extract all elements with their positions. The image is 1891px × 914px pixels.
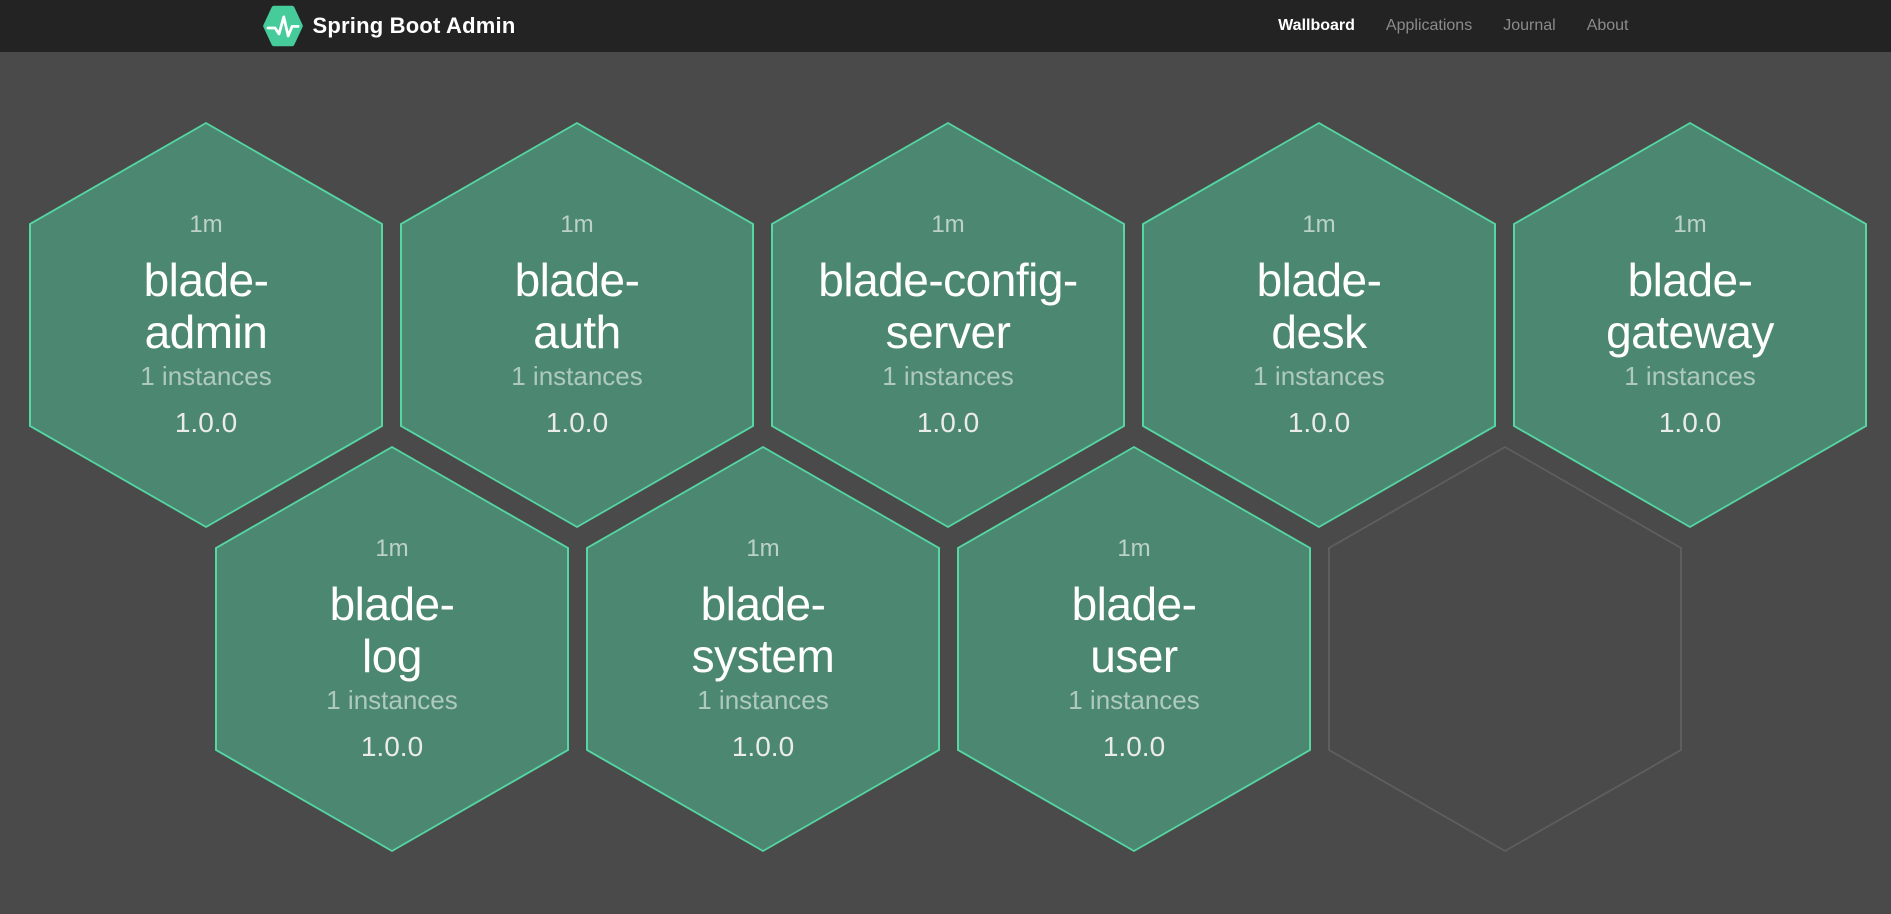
app-uptime: 1m xyxy=(189,210,223,238)
app-version: 1.0.0 xyxy=(1658,407,1722,439)
app-uptime: 1m xyxy=(1117,534,1151,562)
nav-links: Wallboard Applications Journal About xyxy=(1278,17,1628,35)
pulse-hexagon-icon xyxy=(262,5,303,47)
app-name: blade- user xyxy=(1071,577,1197,682)
app-name: blade- desk xyxy=(1256,253,1382,358)
hexagon-empty xyxy=(1328,446,1682,852)
app-version: 1.0.0 xyxy=(1102,731,1166,763)
hexagon-empty-inner xyxy=(1330,448,1680,850)
app-version: 1.0.0 xyxy=(916,407,980,439)
brand-title: Spring Boot Admin xyxy=(312,13,516,38)
app-instances: 1 instances xyxy=(697,685,829,716)
app-instances: 1 instances xyxy=(1253,361,1385,392)
app-name: blade- admin xyxy=(143,253,269,358)
app-instances: 1 instances xyxy=(1624,361,1756,392)
app-name: blade- auth xyxy=(514,253,640,358)
app-version: 1.0.0 xyxy=(1287,407,1351,439)
app-version: 1.0.0 xyxy=(731,731,795,763)
app-version: 1.0.0 xyxy=(360,731,424,763)
nav-item-wallboard[interactable]: Wallboard xyxy=(1278,17,1355,34)
nav-item-journal[interactable]: Journal xyxy=(1503,17,1556,34)
app-instances: 1 instances xyxy=(511,361,643,392)
app-uptime: 1m xyxy=(1673,210,1707,238)
app-instances: 1 instances xyxy=(882,361,1014,392)
app-uptime: 1m xyxy=(746,534,780,562)
app-instances: 1 instances xyxy=(326,685,458,716)
app-name: blade- system xyxy=(691,577,835,682)
app-name: blade-config- server xyxy=(818,253,1078,358)
app-version: 1.0.0 xyxy=(174,407,238,439)
app-uptime: 1m xyxy=(1302,210,1336,238)
app-uptime: 1m xyxy=(560,210,594,238)
app-instances: 1 instances xyxy=(140,361,272,392)
nav-item-applications[interactable]: Applications xyxy=(1385,17,1473,34)
navbar: Spring Boot Admin Wallboard Applications J… xyxy=(0,0,1891,52)
app-name: blade- log xyxy=(329,577,455,682)
navbar-container: Spring Boot Admin Wallboard Applications J… xyxy=(262,0,1629,52)
app-name: blade- gateway xyxy=(1606,253,1774,358)
app-instances: 1 instances xyxy=(1068,685,1200,716)
nav-item-about[interactable]: About xyxy=(1586,17,1629,34)
app-uptime: 1m xyxy=(375,534,409,562)
app-uptime: 1m xyxy=(931,210,965,238)
app-version: 1.0.0 xyxy=(545,407,609,439)
brand-link[interactable]: Spring Boot Admin xyxy=(262,5,516,47)
